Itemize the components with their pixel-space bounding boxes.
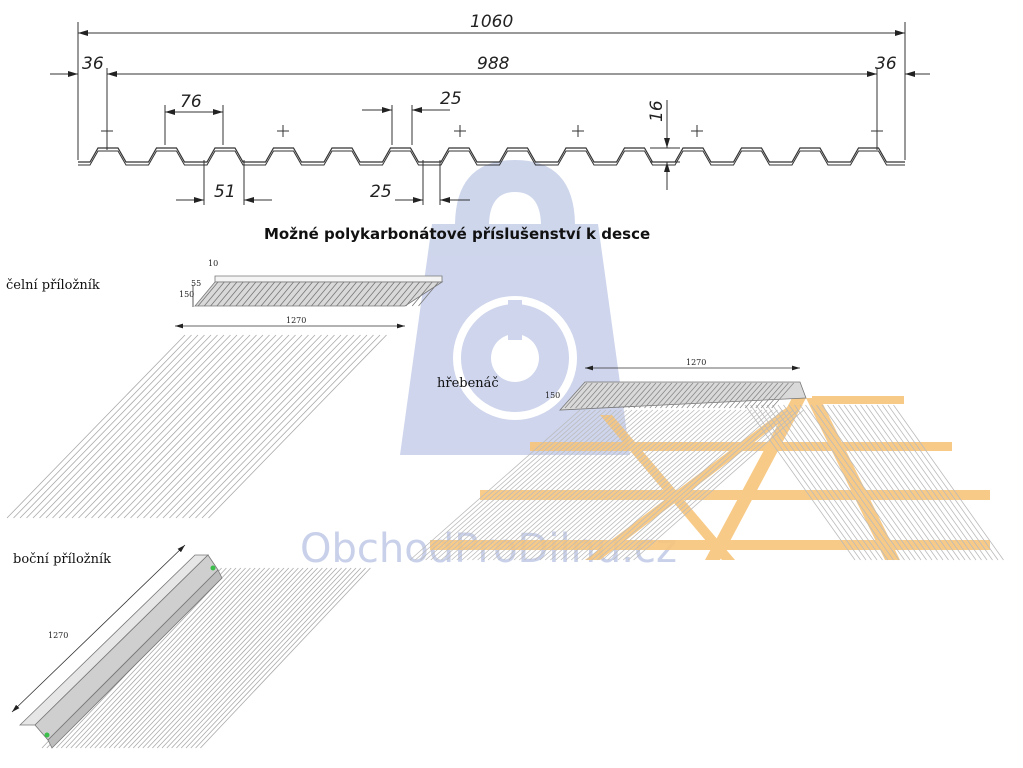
front-dim-55: 55 <box>191 279 201 288</box>
dim-edge-left: 36 <box>82 54 104 74</box>
label-front-flashing: čelní příložník <box>6 278 100 293</box>
front-dim-150: 150 <box>179 290 194 299</box>
dim-total-width: 1060 <box>470 12 513 32</box>
dim-height: 16 <box>647 100 667 122</box>
side-dim-1270: 1270 <box>48 631 68 640</box>
front-dim-10: 10 <box>208 259 218 268</box>
accessories-heading: Možné polykarbonátové příslušenství k de… <box>264 225 650 243</box>
side-flashing-drawing <box>11 544 371 749</box>
dim-valley: 51 <box>214 182 236 202</box>
dim-pitch: 76 <box>180 92 202 112</box>
ridge-cap-dims: 1270 150 <box>545 358 706 400</box>
label-side-flashing: boční příložník <box>13 552 111 567</box>
watermark-logo <box>400 160 630 455</box>
front-flashing-drawing <box>6 275 444 519</box>
dim-inner-width: 988 <box>477 54 510 74</box>
profile-drawing <box>50 22 930 205</box>
front-flashing-dims: 10 55 150 1270 <box>179 259 306 325</box>
dim-rib-top: 25 <box>440 89 462 109</box>
dim-edge-right: 36 <box>875 54 897 74</box>
label-ridge-cap: hřebenáč <box>437 376 499 391</box>
ridge-cap-drawing <box>409 365 1004 561</box>
profile-dimension-labels: 1060 988 36 36 76 25 51 25 16 <box>82 12 897 202</box>
ridge-dim-1270: 1270 <box>686 358 706 367</box>
dim-rib-bottom: 25 <box>370 182 392 202</box>
ridge-dim-150: 150 <box>545 391 560 400</box>
front-dim-1270: 1270 <box>286 316 306 325</box>
